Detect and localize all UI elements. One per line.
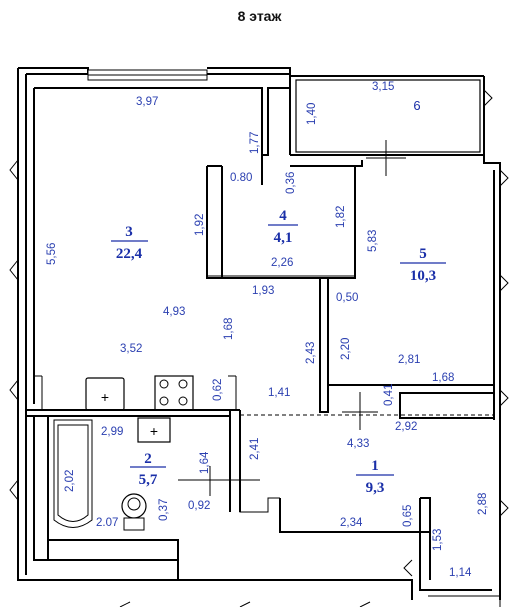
dim-label: 5,83 — [367, 230, 379, 252]
dim-label: 1,64 — [199, 451, 211, 474]
dim-label: 2,81 — [398, 354, 420, 366]
room-3-walls — [33, 87, 290, 404]
dim-label: 2,02 — [64, 470, 76, 492]
dim-label: 1,68 — [223, 318, 235, 340]
svg-text:+: + — [101, 389, 109, 405]
room-1-area: 9,3 — [366, 480, 385, 496]
dim-label: 1,92 — [194, 214, 206, 236]
room-3-area: 22,4 — [116, 246, 143, 262]
svg-text:+: + — [150, 423, 158, 439]
dim-label: 0,36 — [285, 172, 297, 194]
dim-label: 0.80 — [230, 172, 252, 184]
dim-label: 1,40 — [306, 103, 318, 125]
dim-label: 2,20 — [340, 338, 352, 360]
bottom-edge — [119, 595, 501, 607]
dim-label: 2,41 — [249, 438, 261, 460]
dim-label: 0,65 — [402, 505, 414, 527]
room-5-area: 10,3 — [410, 268, 436, 284]
dim-label: 4,93 — [163, 306, 185, 318]
dim-label: 0,37 — [158, 499, 170, 521]
dim-label: 2,43 — [305, 342, 317, 364]
room-6-number: 6 — [413, 98, 420, 113]
dim-label: 1,68 — [432, 372, 454, 384]
dim-label: 4,33 — [347, 438, 369, 450]
room-3-number: 3 — [125, 224, 133, 240]
room-4-number: 4 — [279, 208, 287, 224]
room-1-hallway — [177, 392, 494, 591]
kitchen: + — [34, 375, 237, 411]
room-labels: 3 22,4 4 4,1 5 10,3 6 2 5,7 1 9,3 — [111, 98, 446, 496]
room-5-number: 5 — [419, 246, 427, 262]
dim-label: 5,56 — [46, 243, 58, 265]
dim-label: 0,62 — [212, 379, 224, 401]
dim-label: 2,99 — [101, 426, 123, 438]
balcony-6 — [295, 79, 481, 176]
dim-label: 3,52 — [120, 343, 142, 355]
floor-title: 8 этаж — [237, 8, 282, 24]
dim-label: 1,93 — [252, 285, 274, 297]
room-2-number: 2 — [144, 451, 152, 467]
dim-label: 2,88 — [477, 493, 489, 515]
dim-label: 1,77 — [249, 132, 261, 154]
room-1-number: 1 — [371, 458, 379, 474]
exterior-marks — [9, 89, 509, 577]
dimension-labels: 3,97 3,15 1,40 1,77 0.80 0,36 1,92 1,82 … — [46, 81, 489, 579]
dim-label: 1,82 — [335, 206, 347, 228]
dim-label: 2,34 — [340, 517, 363, 529]
dim-label: 1,41 — [268, 387, 290, 399]
outer-walls — [17, 67, 501, 600]
dim-label: 2.07 — [96, 517, 118, 529]
dim-label: 3,97 — [136, 96, 158, 108]
room-5-walls — [319, 160, 495, 418]
dim-label: 1,53 — [432, 529, 444, 551]
dim-label: 0,50 — [336, 292, 358, 304]
room-2-bathroom: + — [26, 409, 280, 561]
dim-label: 0,92 — [188, 500, 210, 512]
dim-label: 2,26 — [271, 257, 293, 269]
dim-label: 3,15 — [372, 81, 394, 93]
dim-label: 2,92 — [395, 421, 417, 433]
window-top — [87, 69, 208, 81]
room-2-area: 5,7 — [139, 472, 158, 488]
dim-label: 0,41 — [383, 384, 395, 406]
room-4-area: 4,1 — [274, 230, 293, 246]
dim-label: 1,14 — [449, 567, 472, 579]
